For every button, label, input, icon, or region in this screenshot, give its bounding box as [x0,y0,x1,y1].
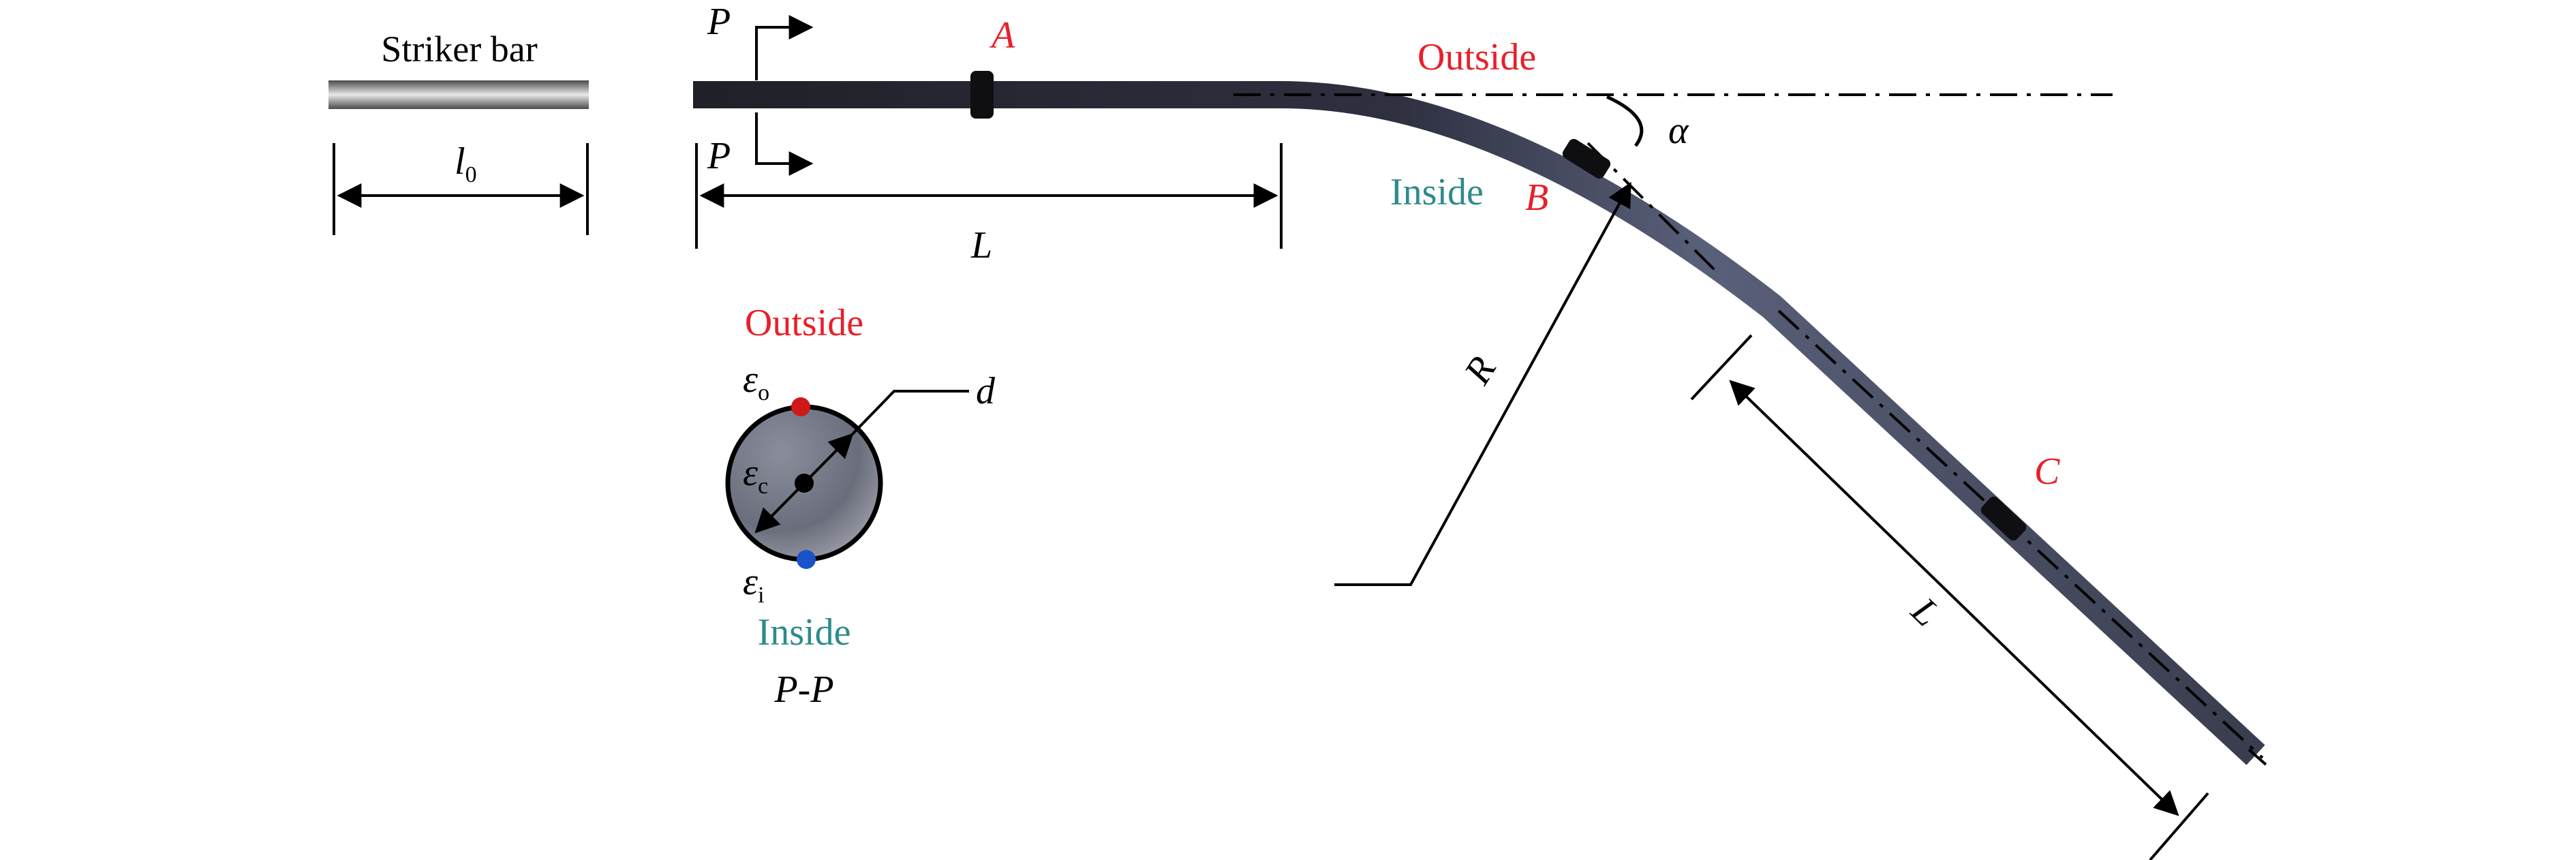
strain-inner-label: εi [743,561,765,608]
bend-centerline [1586,142,1719,274]
gauge-a-marker [970,71,994,119]
diameter-leader [849,390,969,437]
inclined-length-arrow [1729,380,2179,816]
bent-bar [696,81,2265,765]
strain-center-label: εc [743,452,768,499]
section-label-top: P [707,1,731,43]
angle-arc [1606,95,1644,147]
section-arrow-top [755,15,814,80]
straight-length-label: L [970,224,992,266]
gauge-b-label: B [1525,176,1548,219]
inclined-dim-bottom-tick [2149,792,2209,860]
strain-outer-label: εo [743,358,769,405]
section-caption: P-P [773,669,833,711]
cross-section-outside-label: Outside [745,302,863,344]
striker-length-label: l0 [455,140,477,187]
gauge-b-marker [1562,138,1611,179]
section-mark-bottom: P [707,112,814,177]
inside-label: Inside [1390,171,1484,213]
striker-bar-body [328,80,589,109]
center-gauge-dot [795,474,814,493]
radius-label: R [1456,350,1504,393]
section-arrow-bottom [755,112,814,176]
angle-label: α [1668,110,1689,152]
gauge-c-label: C [2034,450,2060,493]
section-mark-top: P [707,1,814,80]
striker-bar-label: Striker bar [381,29,537,70]
bar-right-end-stub [2248,748,2267,766]
inclined-dim-top-tick [1690,334,1753,401]
outer-gauge-dot [791,397,810,416]
inclined-length-label: L [1903,589,1948,635]
radius-leader [1334,181,1631,586]
diameter-label: d [976,370,996,412]
section-label-bottom: P [707,135,731,177]
gauge-a-label: A [989,14,1015,57]
cross-section: Outside d εo εc εi Inside P-P [725,302,996,711]
striker-bar: Striker bar l0 [328,29,589,235]
cross-section-inside-label: Inside [758,611,851,654]
outside-label: Outside [1417,36,1536,78]
inner-gauge-dot [797,550,816,569]
